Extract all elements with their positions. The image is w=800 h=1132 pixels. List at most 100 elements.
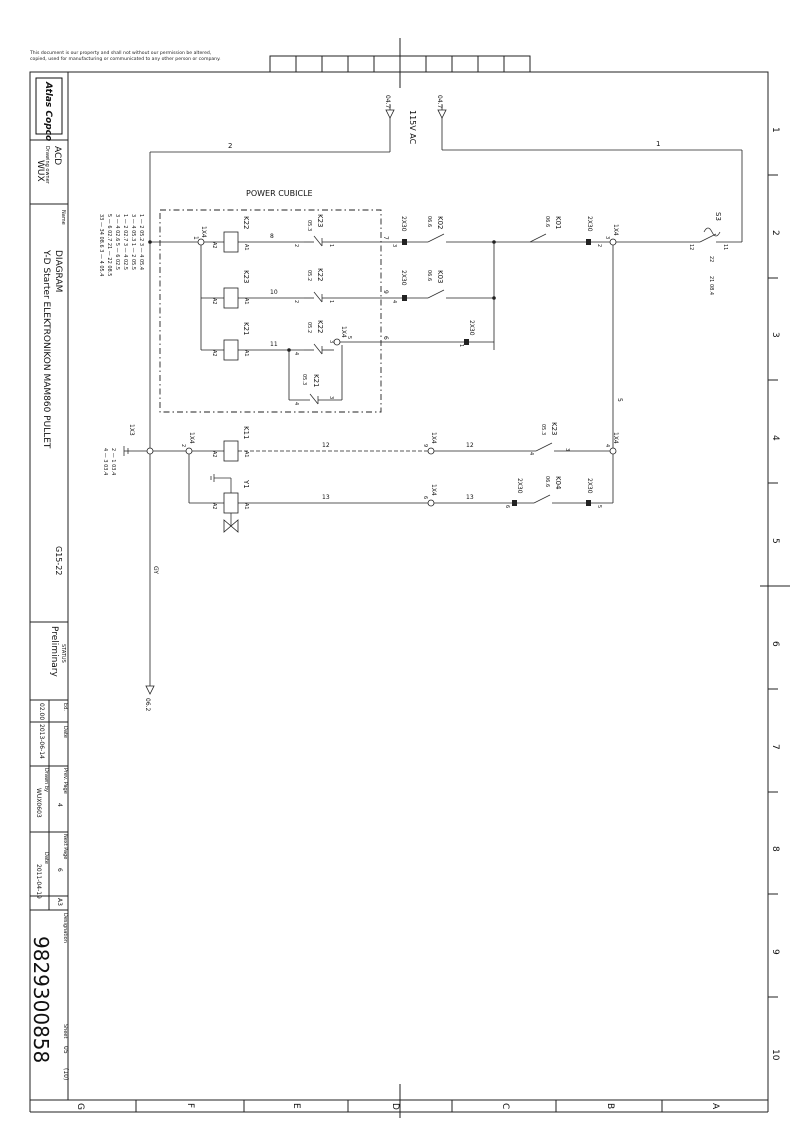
- title-line-1: DIAGRAM: [53, 250, 63, 292]
- k22-table-row-6: 33 — 34 08.6 3 — 4 05.4: [98, 214, 104, 276]
- connector-2x30-1-name: 2X30: [468, 320, 475, 336]
- contact-k22-b-t2: 4: [293, 352, 299, 355]
- coil-k21: [223, 339, 239, 361]
- terminal-1x4-4: [609, 447, 617, 455]
- terminal-1x4-2: [185, 447, 193, 455]
- contact-k23: [313, 235, 323, 247]
- prev-page-value: 4: [56, 803, 63, 807]
- column-labels: G F E D C B A: [75, 1103, 720, 1110]
- contact-k22-b-name: K22: [316, 320, 324, 334]
- col-label-g: G: [75, 1103, 85, 1110]
- contact-k04-name: K04: [554, 476, 562, 490]
- terminal-1x4-3-name: 1X4: [612, 224, 619, 236]
- sheet-number: 05: [62, 1046, 69, 1054]
- coil-k11: [223, 440, 239, 462]
- row-label-10: 10: [770, 1049, 780, 1061]
- k22-table-row-4: 3 — 4 02.6 5 — 6 02.5: [114, 214, 120, 270]
- row-label-5: 5: [770, 538, 780, 544]
- ref-in-left: 04.7: [384, 95, 391, 109]
- supply-feed: 04.7 04.7 115V AC: [384, 95, 447, 152]
- coil-y1-a2: A2: [211, 503, 217, 510]
- row-label-2: 2: [770, 230, 780, 236]
- supply-arrow-left: [385, 109, 395, 119]
- voltage-label: 115V AC: [408, 110, 417, 145]
- col-label-c: C: [500, 1103, 510, 1109]
- drawing-owner: WUX: [35, 160, 45, 182]
- model-name: G15-22: [54, 546, 63, 575]
- designation-label: Designation: [62, 913, 68, 943]
- schematic: 04.7 04.7 115V AC 2 1 POWER CUBICLE 1X4 …: [98, 95, 743, 712]
- contact-k01-name: K01: [554, 216, 562, 230]
- connector-2x30-5-num: 5: [596, 505, 602, 508]
- wire-12a-label: 12: [322, 442, 330, 449]
- col-label-f: F: [185, 1103, 195, 1108]
- contact-k04-ref: 06.6: [544, 476, 550, 487]
- connector-2x30-5-name: 2X30: [586, 478, 593, 494]
- date-label: Date: [62, 726, 68, 738]
- col-label-e: E: [291, 1103, 301, 1109]
- connector-2x30-4: [402, 295, 407, 301]
- terminal-1x4-6: [427, 499, 435, 507]
- terminal-1x4-9-name: 1X4: [430, 432, 437, 444]
- contact-k21-ref: 05.3: [301, 374, 307, 385]
- wire-13a-label: 13: [322, 494, 330, 501]
- connector-2x30-2-name: 2X30: [586, 216, 593, 232]
- contact-k23-ref: 05.3: [306, 220, 312, 231]
- contact-k22-t2: 2: [293, 300, 299, 303]
- switch-s3-t2: 12: [688, 244, 694, 250]
- coil-y1-a1: A1: [243, 503, 249, 510]
- ref-in-right: 04.7: [436, 95, 443, 109]
- contact-k23-t2: 2: [293, 244, 299, 247]
- switch-s3-ref: 21 08.4: [708, 276, 714, 295]
- atlas-copco-logo: [35, 77, 63, 135]
- connector-2x30-3: [402, 239, 407, 245]
- terminal-1x4-2-name: 1X4: [188, 432, 195, 444]
- power-cubicle-box: [159, 209, 382, 413]
- contact-k03-ref: 06.6: [426, 270, 432, 281]
- contact-k22-t1: 1: [328, 300, 334, 303]
- status-value: Preliminary: [49, 626, 59, 677]
- contact-k02-ref: 06.6: [426, 216, 432, 227]
- contact-k23-b-ref: 05.3: [540, 424, 546, 435]
- connector-2x30-5: [586, 500, 591, 506]
- date2-label: Date: [43, 852, 49, 864]
- terminal-1x4-1: [197, 238, 205, 246]
- terminal-1x4-5: [333, 338, 341, 346]
- connector-2x30-2-num: 2: [596, 244, 602, 247]
- row-label-6: 6: [770, 641, 780, 647]
- row-labels: 1 2 3 4 5 6 7 8 9 10: [770, 127, 780, 1061]
- terminal-1x4-1-name: 1X4: [200, 226, 207, 238]
- output-arrow: [145, 685, 155, 695]
- contact-k23-b-t2: 4: [528, 452, 534, 455]
- contact-k03-name: K03: [436, 270, 444, 284]
- switch-s3-t3: 22: [708, 256, 714, 262]
- col-label-a: A: [710, 1103, 720, 1110]
- connector-2x30-4-name: 2X30: [400, 270, 407, 286]
- paper-size: A3: [56, 898, 63, 906]
- notice-line-2: copied, used for manufacturing or commun…: [30, 57, 221, 62]
- terminal-1x4-6-num: 6: [422, 496, 428, 499]
- ref-out: 06.2: [144, 698, 151, 712]
- contact-k23-b-t1: 3: [564, 448, 570, 451]
- connector-2x30-6-num: 6: [504, 505, 510, 508]
- contact-k23-b: [535, 442, 553, 452]
- wire-13b-label: 13: [466, 494, 474, 501]
- connector-2x30-4-num: 4: [391, 300, 397, 303]
- terminal-1x4-5-name: 1X4: [340, 326, 347, 338]
- contact-k21-t1: 3: [328, 396, 334, 399]
- coil-k11-name: K11: [242, 426, 250, 440]
- coil-y1-name: Y1: [242, 479, 250, 489]
- terminal-1x4-3: [609, 238, 617, 246]
- row-label-4: 4: [770, 435, 780, 441]
- connector-2x30-3-name: 2X30: [400, 216, 407, 232]
- contact-k21-t2: 4: [293, 402, 299, 405]
- wire-2-label: 2: [228, 142, 232, 150]
- copyright-notice: This document is our property and shall …: [30, 51, 290, 63]
- row-label-8: 8: [770, 846, 780, 852]
- connector-2x30-2: [586, 239, 591, 245]
- coil-k21-a1: A1: [243, 350, 249, 357]
- wire-9-label: 9: [382, 290, 389, 294]
- date-value: 2013-06-14: [38, 724, 45, 759]
- coil-k22-name: K22: [242, 216, 250, 230]
